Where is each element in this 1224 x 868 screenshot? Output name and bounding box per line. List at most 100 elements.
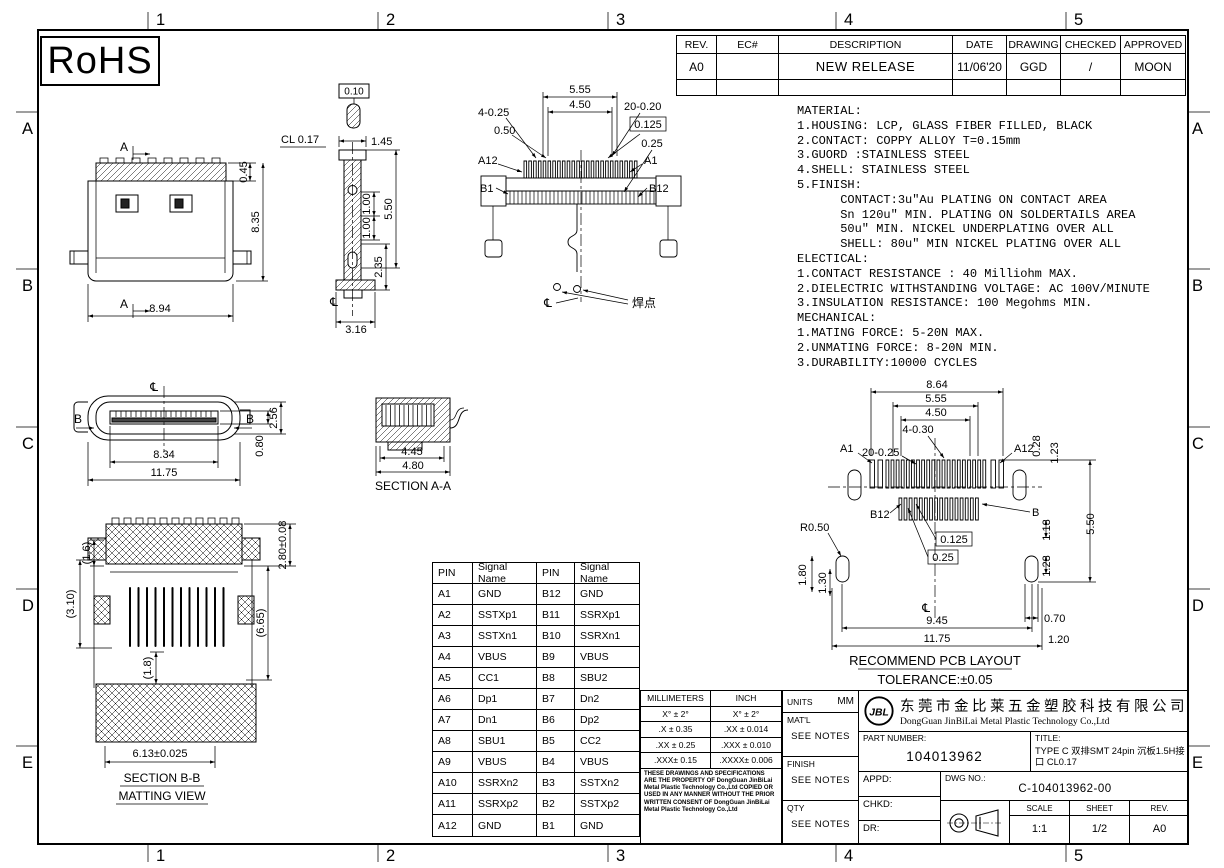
dim-0.125-boxed: 0.125 [634, 119, 662, 131]
dim-1.00: 1.00 [361, 193, 373, 214]
rev-cell-empty [717, 80, 779, 95]
rev-cell: MOON [1121, 54, 1185, 80]
note-line: 2.DIELECTRIC WITHSTANDING VOLTAGE: AC 10… [797, 281, 1150, 296]
dim-5.50: 5.50 [1085, 513, 1097, 534]
tol-header: MILLIMETERS [641, 691, 711, 707]
dim-5.55: 5.55 [569, 84, 590, 96]
pin-cell: B9 [537, 647, 575, 668]
dim-4.45: 4.45 [401, 446, 422, 458]
note-line: SHELL: 80u" MIN NICKEL PLATING OVER ALL [797, 237, 1122, 252]
qty-value: SEE NOTES [791, 819, 850, 830]
finish-value: SEE NOTES [791, 775, 850, 786]
units-value: MM [837, 696, 854, 707]
dim-0.25-boxed: 0.25 [932, 552, 953, 564]
tol-cell: X° ± 2° [711, 706, 782, 722]
pin-cell: B2 [537, 794, 575, 815]
pin-cell: A8 [433, 731, 473, 752]
view-mating [73, 386, 251, 452]
tol-cell: .XX ± 0.25 [641, 737, 711, 753]
pin-cell: SSRXn1 [575, 626, 639, 647]
rev-cell-empty [953, 80, 1007, 95]
note-line: 1.CONTACT RESISTANCE : 40 Milliohm MAX. [797, 266, 1078, 281]
grid-col-label: 2 [386, 11, 395, 29]
sheet-frame [16, 12, 1210, 862]
pin-cell: B12 [537, 584, 575, 605]
pin-cell: VBUS [575, 752, 639, 773]
section-a-label: A [120, 140, 128, 154]
matl-label: MAT'L [787, 715, 811, 725]
pin-cell: SBU2 [575, 668, 639, 689]
tol-cell: .XXX± 0.15 [641, 753, 711, 769]
grid-col-label: 4 [844, 847, 853, 865]
dim-3.16: 3.16 [345, 324, 366, 336]
pin-cell: A4 [433, 647, 473, 668]
sheet-label: SHEET [1070, 801, 1129, 816]
tol-cell: .XXX ± 0.010 [711, 737, 782, 753]
grid-row-label: A [22, 120, 33, 138]
sheet-value: 1/2 [1091, 823, 1108, 835]
appd-label: APPD: [859, 772, 940, 797]
view-section-aa-dims: 4.45 4.80 SECTION A-A [375, 446, 451, 493]
dim-1.13: 1.13 [1041, 519, 1053, 540]
dim-8.34: 8.34 [153, 449, 174, 461]
pin-cell: B4 [537, 752, 575, 773]
grid-row-label: E [22, 754, 33, 772]
dim-20-0.25: 20-0.25 [862, 447, 899, 459]
company-name-cn: 东莞市金比莱五金塑胶科技有限公司 [900, 699, 1188, 715]
grid-row-label: C [22, 435, 34, 453]
projection-symbol [941, 801, 1009, 845]
pin-cell: VBUS [473, 647, 537, 668]
dim-0.125-boxed: 0.125 [940, 534, 968, 546]
centerline-symbol: ℄ [921, 601, 930, 615]
grid-col-label: 3 [616, 11, 625, 29]
pin-header: Signal Name [575, 561, 639, 585]
tol-cell: .XXXX± 0.006 [711, 753, 782, 769]
view-side-dims: 0.10 1.45 5.50 1.00 1.00 2.35 3.16 ℄ [329, 87, 400, 336]
dim-8.35: 8.35 [250, 211, 262, 232]
rev-cell-empty [1007, 80, 1061, 95]
dim-2.56: 2.56 [268, 407, 280, 428]
dim-1.20: 1.20 [1048, 634, 1069, 646]
pin-cell: A1 [433, 584, 473, 605]
pin-cell: VBUS [473, 752, 537, 773]
centerline-symbol: ℄ [329, 295, 338, 309]
note-line: 2.UNMATING FORCE: 8-20N MIN. [797, 340, 999, 355]
dim-5.55: 5.55 [925, 393, 946, 405]
pin-cell: SSRXp2 [473, 794, 537, 815]
dim-20-0.20: 20-0.20 [624, 101, 661, 113]
pin-cell: A6 [433, 689, 473, 710]
pin-cell: A7 [433, 710, 473, 731]
title-value: TYPE C 双排SMT 24pin 沉板1.5H接口 CL0.17 [1035, 746, 1185, 767]
rev-header: CHECKED [1061, 36, 1121, 54]
centerline-symbol: ℄ [543, 296, 552, 310]
note-line: 4.SHELL: STAINLESS STEEL [797, 163, 970, 178]
rev-value: A0 [1152, 823, 1167, 835]
pin-cell: B6 [537, 710, 575, 731]
view-section-bb-dims: 2.80±0.08 (1.6) (3.10) (6.65) (1.8) 6.13… [65, 521, 296, 805]
grid-col-label: 5 [1074, 847, 1083, 865]
pcb-layout-title: RECOMMEND PCB LAYOUT [849, 653, 1021, 668]
dim-1.23: 1.23 [1041, 555, 1053, 576]
pin-cell: SSTXp1 [473, 605, 537, 626]
qty-label: QTY [787, 803, 805, 813]
pin-cell: B7 [537, 689, 575, 710]
scale-value: 1:1 [1031, 823, 1048, 835]
centerline-symbol: ℄ [149, 380, 158, 394]
tol-cell: X° ± 2° [641, 706, 711, 722]
dim-2.80: 2.80±0.08 [277, 521, 289, 570]
tolerance-table: MILLIMETERS INCH X° ± 2° X° ± 2° .X ± 0.… [640, 690, 782, 845]
rev-cell: / [1061, 54, 1121, 80]
view-front [69, 157, 252, 282]
company-logo-text: JBL [869, 708, 889, 719]
pin-cell: Dp1 [473, 689, 537, 710]
section-b-label: B [246, 412, 254, 426]
pin-cell: A2 [433, 605, 473, 626]
pin-cell: SSRXn2 [473, 773, 537, 794]
rohs-label: RoHS [47, 39, 153, 82]
grid-col-label: 4 [844, 11, 853, 29]
dim-4.80: 4.80 [402, 460, 423, 472]
pin-label-b1: B1 [480, 183, 493, 195]
pin-cell: SSTXp2 [575, 794, 639, 815]
chkd-label: CHKD: [859, 797, 940, 821]
